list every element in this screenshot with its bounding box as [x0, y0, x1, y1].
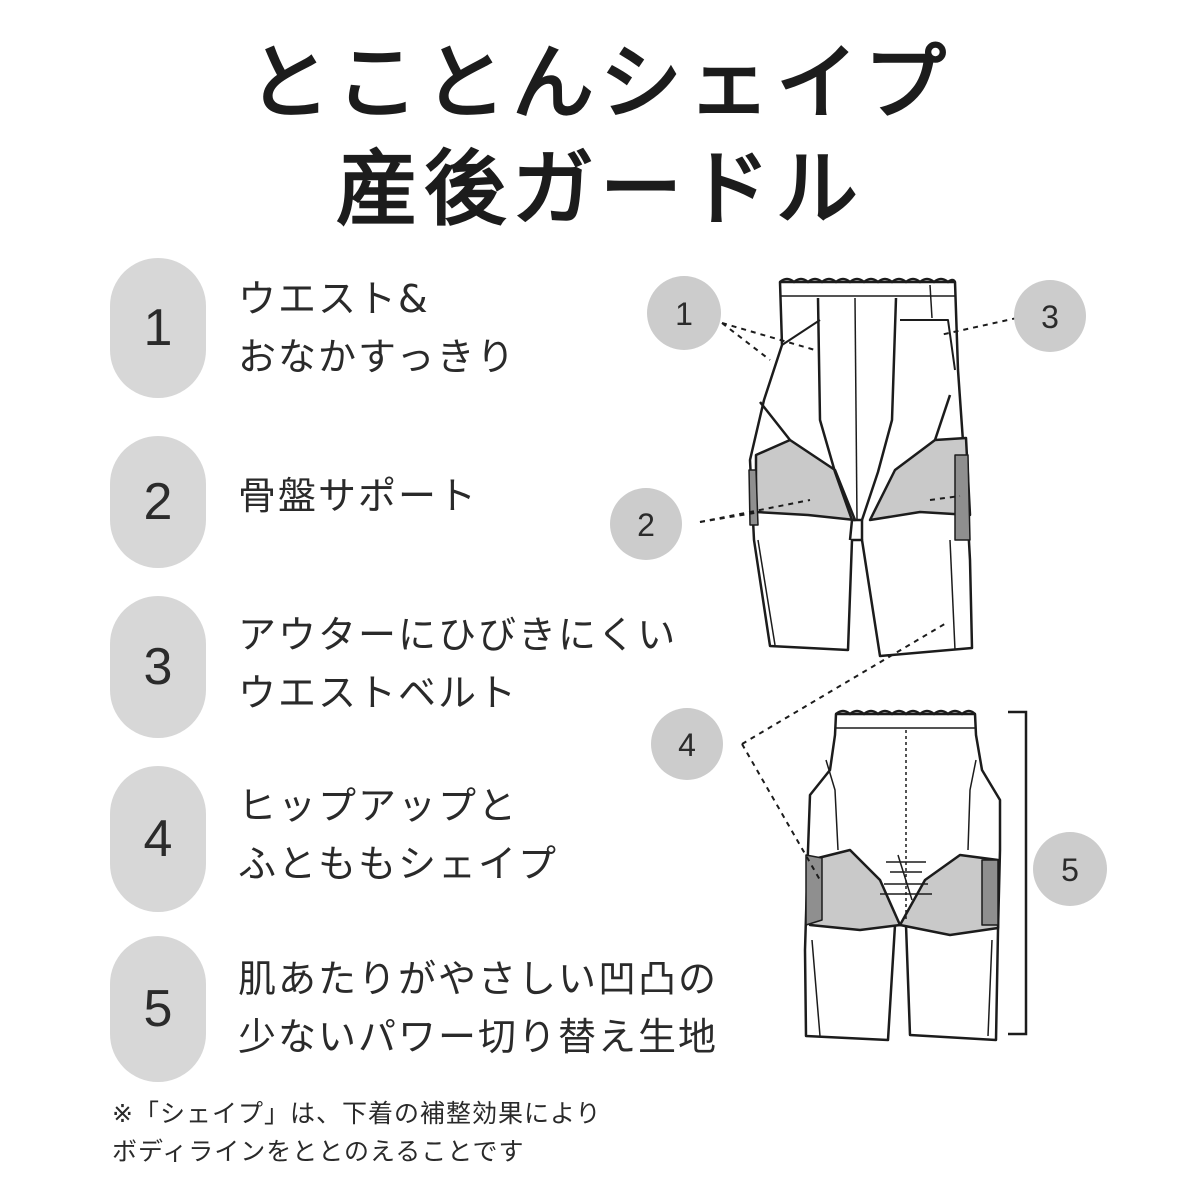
- feature-3-line-1: アウターにひびきにくい: [238, 613, 678, 657]
- feature-1-text: ウエスト& おなかすっきり: [238, 270, 516, 386]
- feature-1-line-1: ウエスト&: [238, 277, 430, 321]
- feature-5-text: 肌あたりがやさしい凹凸の 少ないパワー切り替え生地: [238, 950, 718, 1066]
- back-garment-illustration: [803, 709, 1002, 1042]
- feature-2-text: 骨盤サポート: [238, 467, 478, 525]
- feature-3-text: アウターにひびきにくい ウエストベルト: [238, 606, 677, 722]
- feature-5-line-1: 肌あたりがやさしい凹凸の: [238, 957, 719, 1001]
- title-line-2: 産後ガードル: [335, 141, 864, 237]
- feature-2-number: 2: [110, 436, 206, 568]
- callout-lines: [699, 317, 1018, 881]
- marker-1: 1: [647, 276, 721, 350]
- marker-1-label: 1: [675, 296, 693, 332]
- feature-1-line-2: おなかすっきり: [238, 335, 517, 379]
- marker-4-label: 4: [678, 727, 696, 763]
- marker-3-label: 3: [1041, 299, 1059, 335]
- garment-diagram: 1 3 2 4 5: [610, 276, 1107, 1042]
- feature-2-line-1: 骨盤サポート: [238, 474, 479, 518]
- feature-1-number: 1: [110, 258, 206, 398]
- front-garment-illustration: [748, 277, 974, 658]
- marker-2: 2: [610, 488, 682, 560]
- feature-4-text: ヒップアップと ふとももシェイプ: [238, 777, 558, 893]
- measure-bracket: [1008, 710, 1028, 1036]
- feature-3-number: 3: [110, 596, 206, 738]
- footnote: ※「シェイプ」は、下着の補整効果により ボディラインをととのえることです: [112, 1095, 601, 1171]
- footnote-line-1: ※「シェイプ」は、下着の補整効果により: [112, 1099, 602, 1128]
- diagram-markers: 1 3 2 4 5: [610, 276, 1107, 906]
- feature-5-number: 5: [110, 936, 206, 1082]
- feature-4-number: 4: [110, 766, 206, 912]
- marker-5-label: 5: [1061, 852, 1079, 888]
- feature-3-line-2: ウエストベルト: [238, 671, 519, 715]
- feature-5-line-2: 少ないパワー切り替え生地: [238, 1015, 719, 1059]
- marker-5: 5: [1033, 832, 1107, 906]
- marker-4: 4: [651, 708, 723, 780]
- title-line-1: とことんシェイプ: [247, 35, 952, 131]
- marker-2-label: 2: [637, 507, 655, 543]
- feature-4-line-1: ヒップアップと: [238, 784, 519, 828]
- footnote-line-2: ボディラインをととのえることです: [112, 1137, 525, 1166]
- feature-4-line-2: ふとももシェイプ: [238, 842, 559, 886]
- marker-3: 3: [1014, 280, 1086, 352]
